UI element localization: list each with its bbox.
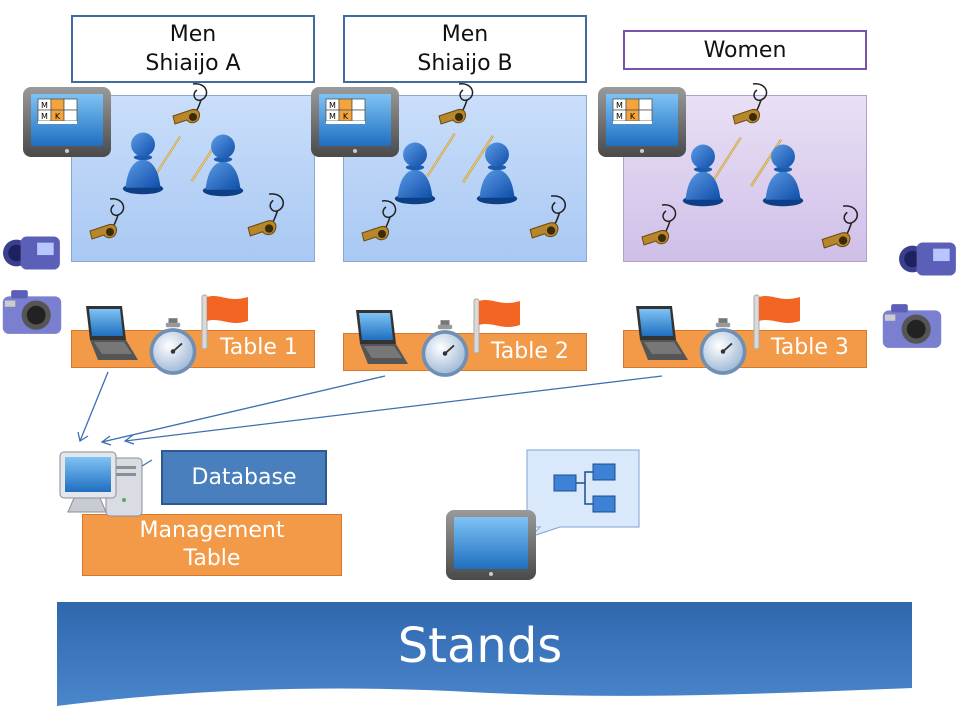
- whistle-icon: [172, 83, 208, 125]
- hierarchy-callout: [526, 449, 640, 538]
- table-label-3: Table 3: [771, 335, 849, 360]
- video-camera-icon: [899, 242, 956, 276]
- monitor-icon: [597, 86, 687, 158]
- laptop-icon: [636, 306, 688, 360]
- hierarchy-icon: [553, 463, 616, 513]
- table-label-2: Table 2: [491, 339, 569, 364]
- laptop-icon: [86, 306, 138, 360]
- monitor-icon: [310, 86, 400, 158]
- court-label-men-b: Men Shiaijo B: [343, 15, 587, 83]
- management-table-box: Management Table: [82, 514, 342, 576]
- player-icon: [762, 144, 804, 207]
- court-label-men-a: Men Shiaijo A: [71, 15, 315, 83]
- monitor-icon: [22, 86, 112, 158]
- stopwatch-icon: [698, 317, 748, 376]
- table-label-1: Table 1: [220, 335, 298, 360]
- stands-banner: [57, 602, 912, 706]
- player-icon: [122, 132, 164, 195]
- video-camera-icon: [3, 236, 60, 270]
- court-label-women: Women: [623, 30, 867, 70]
- photo-camera-icon: [882, 304, 942, 348]
- shinai-icon: [713, 138, 741, 181]
- public-display: [446, 449, 640, 580]
- shinai-icon: [154, 136, 180, 177]
- laptop-icon: [356, 310, 408, 364]
- whistle-icon: [821, 205, 859, 249]
- whistle-icon: [247, 193, 285, 237]
- stopwatch-icon: [420, 319, 470, 378]
- whistle-icon: [529, 195, 567, 239]
- court-b-contents: [310, 83, 567, 242]
- court-women-contents: [597, 83, 859, 249]
- shinai-icon: [427, 134, 455, 177]
- database-box: Database: [161, 450, 327, 505]
- whistle-icon: [438, 83, 474, 125]
- whistle-icon: [641, 204, 677, 246]
- whistle-icon: [361, 200, 397, 242]
- whistle-icon: [732, 83, 768, 125]
- display-icon: [446, 510, 536, 580]
- whistle-icon: [89, 198, 125, 240]
- data-flow-arrows: [77, 371, 663, 446]
- player-icon: [202, 134, 244, 197]
- stopwatch-icon: [148, 317, 198, 376]
- stands-label: Stands: [397, 618, 563, 674]
- photo-camera-icon: [2, 290, 62, 334]
- court-a-contents: [22, 83, 285, 240]
- computer-icon: [59, 451, 153, 517]
